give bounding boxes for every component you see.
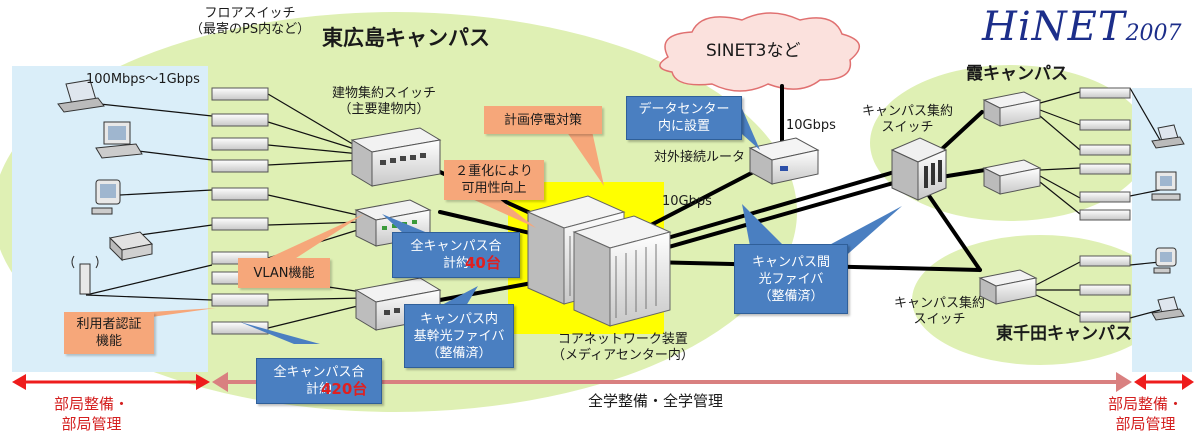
floor-switch xyxy=(211,137,269,151)
senda-floor-switch xyxy=(1079,311,1131,323)
switch-count-40-value: 40台 xyxy=(465,254,501,272)
hinet-logo-text: HiNET xyxy=(982,4,1126,50)
right-scope-label: 部局整備・ 部局管理 xyxy=(1108,395,1184,433)
sinet-cloud-label: SINET3など xyxy=(706,41,801,61)
auth-callout: 利用者認証 機能 xyxy=(64,312,154,354)
right-laptop-icon xyxy=(1151,296,1185,321)
campus-name-kasumi: 霞キャンパス xyxy=(966,64,1068,84)
right-pc-icon xyxy=(1151,171,1181,201)
core-device-label: コアネットワーク装置 （メディアセンター内） xyxy=(552,332,694,363)
building-switch-label: 建物集約スイッチ （主要建物内） xyxy=(332,86,437,117)
vlan-callout: VLAN機能 xyxy=(238,258,330,288)
switch-count-40-callout: 全キャンパス合 計約 40台 xyxy=(392,232,520,278)
wireless-ap-icon xyxy=(71,255,99,295)
kasumi-building-switch xyxy=(982,159,1042,195)
floor-switch xyxy=(211,113,269,127)
campus-switch-senda-label: キャンパス集約 スイッチ xyxy=(894,296,986,327)
floor-switch xyxy=(211,293,269,307)
power-outage-callout: 計画停電対策 xyxy=(484,106,602,134)
external-router-label: 対外接続ルータ xyxy=(654,150,746,165)
backbone-fiber-callout: キャンパス内 基幹光ファイバ （整備済） xyxy=(404,304,514,368)
hinet-logo-year: 2007 xyxy=(1125,21,1182,46)
switch-count-40-text: 全キャンパス合 計約 xyxy=(410,239,502,271)
campus-switch-kasumi-label: キャンパス集約 スイッチ xyxy=(862,104,954,135)
kasumi-building-switch xyxy=(982,91,1042,127)
campus-name-higashi-hiroshima: 東広島キャンパス xyxy=(322,26,490,50)
redundancy-callout: ２重化により 可用性向上 xyxy=(444,160,544,200)
hinet-logo: HiNET2007 xyxy=(982,4,1182,50)
floor-switch-label: フロアスイッチ （最寄のPS内など） xyxy=(190,6,311,37)
campus-name-higashi-senda: 東千田キャンパス xyxy=(996,324,1132,344)
kasumi-floor-switch xyxy=(1079,144,1131,156)
kasumi-floor-switch xyxy=(1079,87,1131,99)
external-speed-label: 10Gbps xyxy=(786,118,836,133)
desktop-pc-icon xyxy=(95,121,143,159)
datacenter-callout: データセンター 内に設置 xyxy=(626,96,742,140)
edge-speed-label: 100Mbps～1Gbps xyxy=(86,72,200,87)
left-scope-label: 部局整備・ 部局管理 xyxy=(54,395,130,433)
kasumi-floor-switch xyxy=(1079,163,1131,175)
floor-switch xyxy=(211,159,269,173)
kasumi-floor-switch xyxy=(1079,119,1131,131)
kasumi-switches xyxy=(982,87,1131,221)
inter-campus-fiber-callout: キャンパス間 光ファイバ （整備済） xyxy=(734,244,848,314)
floor-switch xyxy=(211,187,269,201)
right-monitor-icon xyxy=(1153,247,1177,274)
senda-building-switch xyxy=(978,269,1038,305)
floor-switches xyxy=(211,87,269,335)
senda-floor-switch xyxy=(1079,284,1131,296)
senda-floor-switch xyxy=(1079,255,1131,267)
senda-switches xyxy=(978,255,1131,323)
core-router-2 xyxy=(572,215,672,327)
kasumi-floor-switch xyxy=(1079,209,1131,221)
mac-computer-icon xyxy=(91,179,121,215)
switch-count-420-text: 全キャンパス合 計約 xyxy=(273,365,365,397)
campus-switch-kasumi xyxy=(890,137,948,201)
center-scope-label: 全学整備・全学管理 xyxy=(588,392,724,410)
floor-switch xyxy=(211,217,269,231)
floor-switch xyxy=(211,87,269,101)
switch-count-420-callout: 全キャンパス合 計約 420台 xyxy=(256,358,382,404)
building-switch xyxy=(350,127,442,187)
right-laptop-icon xyxy=(1151,124,1185,149)
kasumi-floor-switch xyxy=(1079,191,1131,203)
external-router xyxy=(748,137,820,185)
fax-printer-icon xyxy=(108,231,154,262)
core-speed-label: 10Gbps xyxy=(662,194,712,209)
switch-count-420-value: 420台 xyxy=(321,380,368,398)
laptop-icon xyxy=(57,79,105,113)
sinet-cloud xyxy=(659,12,860,92)
